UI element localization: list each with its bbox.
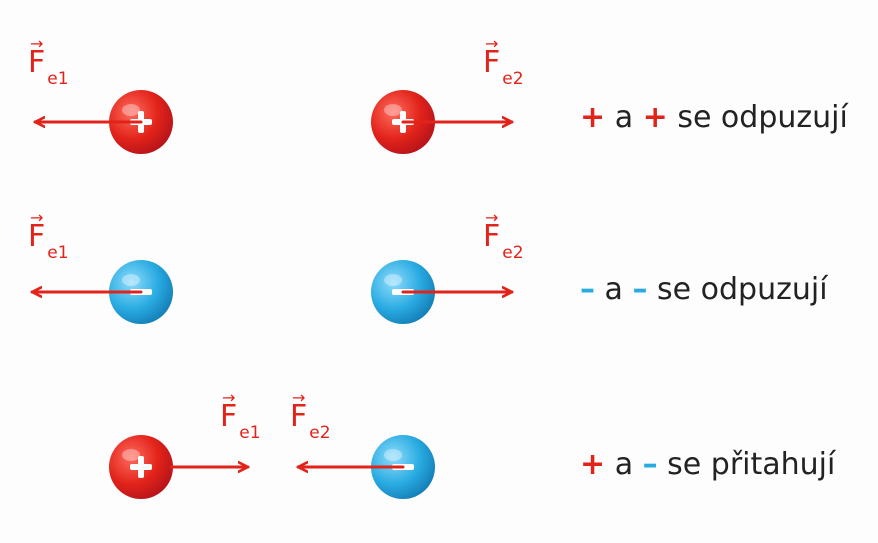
rule-text: se odpuzují [677, 100, 848, 135]
rule-conjunction: a [614, 447, 634, 482]
highlight [122, 104, 140, 116]
vector-arrow: → [485, 34, 499, 53]
highlight [122, 449, 140, 461]
rule-row3: + a – se přitahují [580, 447, 835, 482]
force-symbol: F [220, 399, 238, 434]
rule-sign-2: – [632, 272, 648, 307]
force-subscript: e2 [309, 423, 331, 443]
force-symbol: F [483, 45, 501, 80]
force-symbol: F [28, 219, 46, 254]
rule-conjunction: a [604, 272, 623, 307]
rule-text: se odpuzují [657, 272, 828, 307]
highlight [384, 104, 402, 116]
vector-arrow: → [485, 208, 499, 227]
rule-sign-2: + [642, 100, 668, 135]
highlight [384, 449, 402, 461]
force-subscript: e1 [47, 69, 69, 89]
plus-sign-icon [130, 456, 152, 478]
force-subscript: e1 [239, 423, 261, 443]
vector-arrow: → [30, 34, 44, 53]
rule-row1: + a + se odpuzují [580, 100, 848, 135]
force-symbol: F [483, 219, 501, 254]
rule-row2: – a – se odpuzují [580, 272, 828, 307]
force-symbol: F [290, 399, 308, 434]
vector-arrow: → [292, 388, 306, 407]
vector-arrow: → [222, 388, 236, 407]
rule-text: se přitahují [667, 447, 836, 482]
rule-conjunction: a [614, 100, 634, 135]
highlight [122, 274, 140, 286]
rule-sign-1: – [580, 272, 595, 307]
force-subscript: e1 [47, 243, 69, 263]
vector-arrow: → [30, 208, 44, 227]
highlight [384, 274, 402, 286]
rule-sign-2: – [642, 447, 658, 482]
charge-positive-r3-left [109, 435, 173, 499]
rule-sign-1: + [580, 100, 606, 135]
force-subscript: e2 [502, 243, 524, 263]
force-symbol: F [28, 45, 46, 80]
rule-sign-1: + [580, 447, 606, 482]
force-subscript: e2 [502, 69, 524, 89]
sign-bar-vertical [138, 456, 144, 478]
